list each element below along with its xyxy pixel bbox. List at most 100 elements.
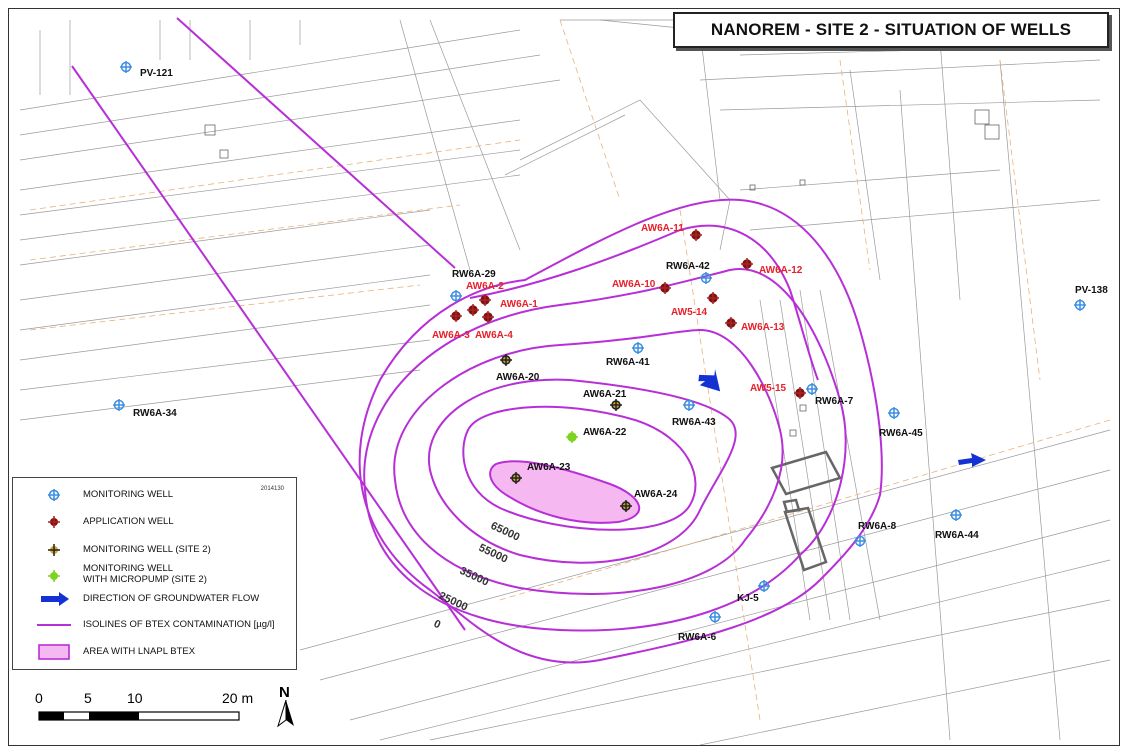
well-label: RW6A-41 — [606, 357, 650, 368]
isoline-label-65000: 65000 — [489, 520, 522, 544]
application-well-icon — [48, 516, 60, 528]
application-well-cross — [659, 282, 671, 294]
isolines — [358, 198, 883, 664]
lnapl-icon — [38, 644, 70, 660]
isoline-55000 — [427, 378, 737, 564]
application-well-cross — [690, 229, 702, 241]
monitoring-well-cross — [120, 61, 132, 73]
base-map-dashed — [29, 19, 1111, 721]
legend-label-lnapl: AREA WITH LNAPL BTEX — [83, 646, 196, 657]
scale-bar-graphic — [38, 711, 240, 721]
monitoring-well-cross — [950, 509, 962, 521]
well-label: RW6A-43 — [672, 417, 716, 428]
site2-well-cross — [620, 500, 632, 512]
well-rw6a7: RW6A-7 — [806, 383, 854, 407]
well-aw6a12: AW6A-12 — [741, 258, 803, 276]
flow-arrow-icon — [958, 453, 986, 467]
legend-label-monitoring: MONITORING WELL — [83, 489, 174, 500]
legend-code: 2014130 — [260, 486, 284, 492]
well-label: AW6A-12 — [759, 265, 803, 276]
site2-well-cross — [510, 472, 522, 484]
well-rw6a43: RW6A-43 — [672, 399, 716, 428]
application-well-cross — [450, 310, 462, 322]
well-label: RW6A-8 — [858, 521, 897, 532]
pipeline-line-2 — [176, 17, 456, 269]
legend-row-monitoring: MONITORING WELL — [13, 486, 298, 504]
well-label: AW5-14 — [671, 307, 708, 318]
monitoring-well-cross — [709, 611, 721, 623]
well-aw6a3: AW6A-3 — [432, 310, 470, 341]
well-aw6a13: AW6A-13 — [725, 317, 785, 333]
well-aw6a23: AW6A-23 — [510, 462, 571, 484]
well-aw6a20: AW6A-20 — [496, 354, 540, 383]
well-label: AW6A-23 — [527, 462, 571, 473]
legend-label-flow: DIRECTION OF GROUNDWATER FLOW — [83, 593, 260, 604]
well-label: KJ-5 — [737, 593, 759, 604]
application-well-cross — [482, 311, 494, 323]
well-aw6a10: AW6A-10 — [612, 279, 671, 294]
well-aw6a1: AW6A-1 — [479, 294, 538, 310]
legend-row-micropump: MONITORING WELL WITH MICROPUMP (SITE 2) — [13, 563, 298, 585]
legend-label-application: APPLICATION WELL — [83, 516, 174, 527]
well-label: AW6A-13 — [741, 322, 785, 333]
scale-tick-0: 0 — [35, 690, 43, 706]
micropump-well-cross — [566, 431, 578, 443]
isoline-label-35000: 35000 — [458, 565, 491, 589]
scale-bar: 0 5 10 20 m — [30, 688, 260, 728]
well-aw6a24: AW6A-24 — [620, 489, 678, 512]
monitoring-well-cross — [1074, 299, 1086, 311]
monitoring-well-cross — [632, 342, 644, 354]
well-label: AW6A-4 — [475, 330, 513, 341]
isoline-label-25000: 25000 — [437, 590, 470, 614]
site2-well-cross — [610, 399, 622, 411]
application-well-cross — [707, 292, 719, 304]
lnapl-area — [489, 460, 641, 524]
application-well-cross — [794, 387, 806, 399]
well-pv121: PV-121 — [120, 61, 173, 79]
monitoring-well-cross — [888, 407, 900, 419]
well-label: AW6A-2 — [466, 281, 504, 292]
well-label: AW6A-20 — [496, 372, 540, 383]
well-rw6a34: RW6A-34 — [113, 399, 177, 419]
isoline-inner — [469, 224, 819, 381]
monitoring-well-cross — [700, 272, 712, 284]
map-title: NANOREM - SITE 2 - SITUATION OF WELLS — [673, 12, 1109, 48]
scale-tick-10: 10 — [127, 690, 143, 706]
legend-label-micropump-1: MONITORING WELL — [83, 563, 174, 574]
legend-label-micropump-2: WITH MICROPUMP (SITE 2) — [83, 574, 207, 585]
isoline-label-0: 0 — [432, 618, 443, 631]
monitoring-well-cross — [113, 399, 125, 411]
application-well-cross — [741, 258, 753, 270]
legend-label-isolines: ISOLINES OF BTEX CONTAMINATION [µg/l] — [83, 619, 275, 630]
application-well-cross — [479, 294, 491, 306]
pipeline-line — [71, 65, 466, 631]
flow-arrow-icon — [698, 369, 721, 392]
well-label: RW6A-34 — [133, 408, 177, 419]
legend-label-site2: MONITORING WELL (SITE 2) — [83, 544, 211, 555]
scale-tick-5: 5 — [84, 690, 92, 706]
scale-tick-20: 20 m — [222, 690, 254, 706]
isoline-35000 — [393, 328, 784, 595]
well-label: AW5-15 — [750, 383, 787, 394]
well-label: AW6A-1 — [500, 299, 538, 310]
well-label: RW6A-7 — [815, 396, 854, 407]
well-label: AW6A-10 — [612, 279, 656, 290]
well-label: AW6A-24 — [634, 489, 678, 500]
well-label: AW6A-3 — [432, 330, 470, 341]
legend-row-flow: DIRECTION OF GROUNDWATER FLOW — [13, 590, 298, 608]
well-aw515: AW5-15 — [750, 383, 806, 399]
monitoring-well-cross — [806, 383, 818, 395]
legend: 2014130 MONITORING WELL APPLICATION WELL… — [12, 477, 297, 670]
well-label: PV-121 — [140, 68, 173, 79]
well-aw6a21: AW6A-21 — [583, 389, 627, 411]
isoline-labels: 65000 55000 35000 25000 0 — [432, 520, 522, 631]
monitoring-well-cross — [450, 290, 462, 302]
well-rw6a44: RW6A-44 — [935, 509, 979, 541]
well-label: AW6A-22 — [583, 427, 627, 438]
site2-well-icon — [48, 544, 60, 556]
well-rw6a45: RW6A-45 — [879, 407, 923, 439]
application-well-cross — [725, 317, 737, 329]
well-kj5: KJ-5 — [737, 580, 770, 604]
north-arrow: N — [274, 684, 298, 728]
